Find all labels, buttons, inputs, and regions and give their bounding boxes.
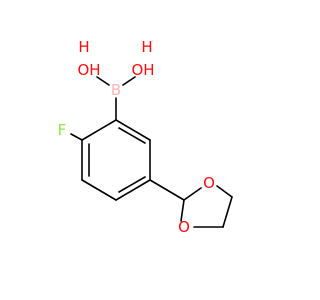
atom-dioxolane-o-top: O [203,174,215,192]
bond-b-o-left [96,76,110,86]
bond-b-o-right [122,76,136,86]
bond-c-f [70,133,83,141]
atom-hydroxyl-right: OH [131,61,154,79]
atom-fluorine: F [58,121,67,139]
ring-bond-3 [115,179,151,201]
bonds [70,76,233,228]
bond-ring-dioxolane [149,179,185,201]
dioxolane-bond-o-bottom-c2 [180,199,185,222]
atom-hydroxyl-left: OH [77,61,100,79]
atom-boron: B [111,81,121,99]
atom-hydroxyl-left-h: H [78,38,89,56]
dioxolane-bond-c-c [222,196,233,228]
atom-labels: H OH H OH B F O O [58,38,215,236]
dioxolane-bond-o-top-c [216,185,233,198]
atom-dioxolane-o-bottom: O [178,218,190,236]
ring-bond-3-inner [118,176,146,193]
ring-bond-4 [81,179,117,201]
ring-bond-6 [81,119,117,141]
atom-hydroxyl-right-h: H [141,38,152,56]
dioxolane-bond-c2-o-top [183,187,202,201]
ring-bond-1-inner [118,127,146,144]
chemical-structure: H OH H OH B F O O [58,38,233,236]
ring-bond-1 [115,119,151,141]
